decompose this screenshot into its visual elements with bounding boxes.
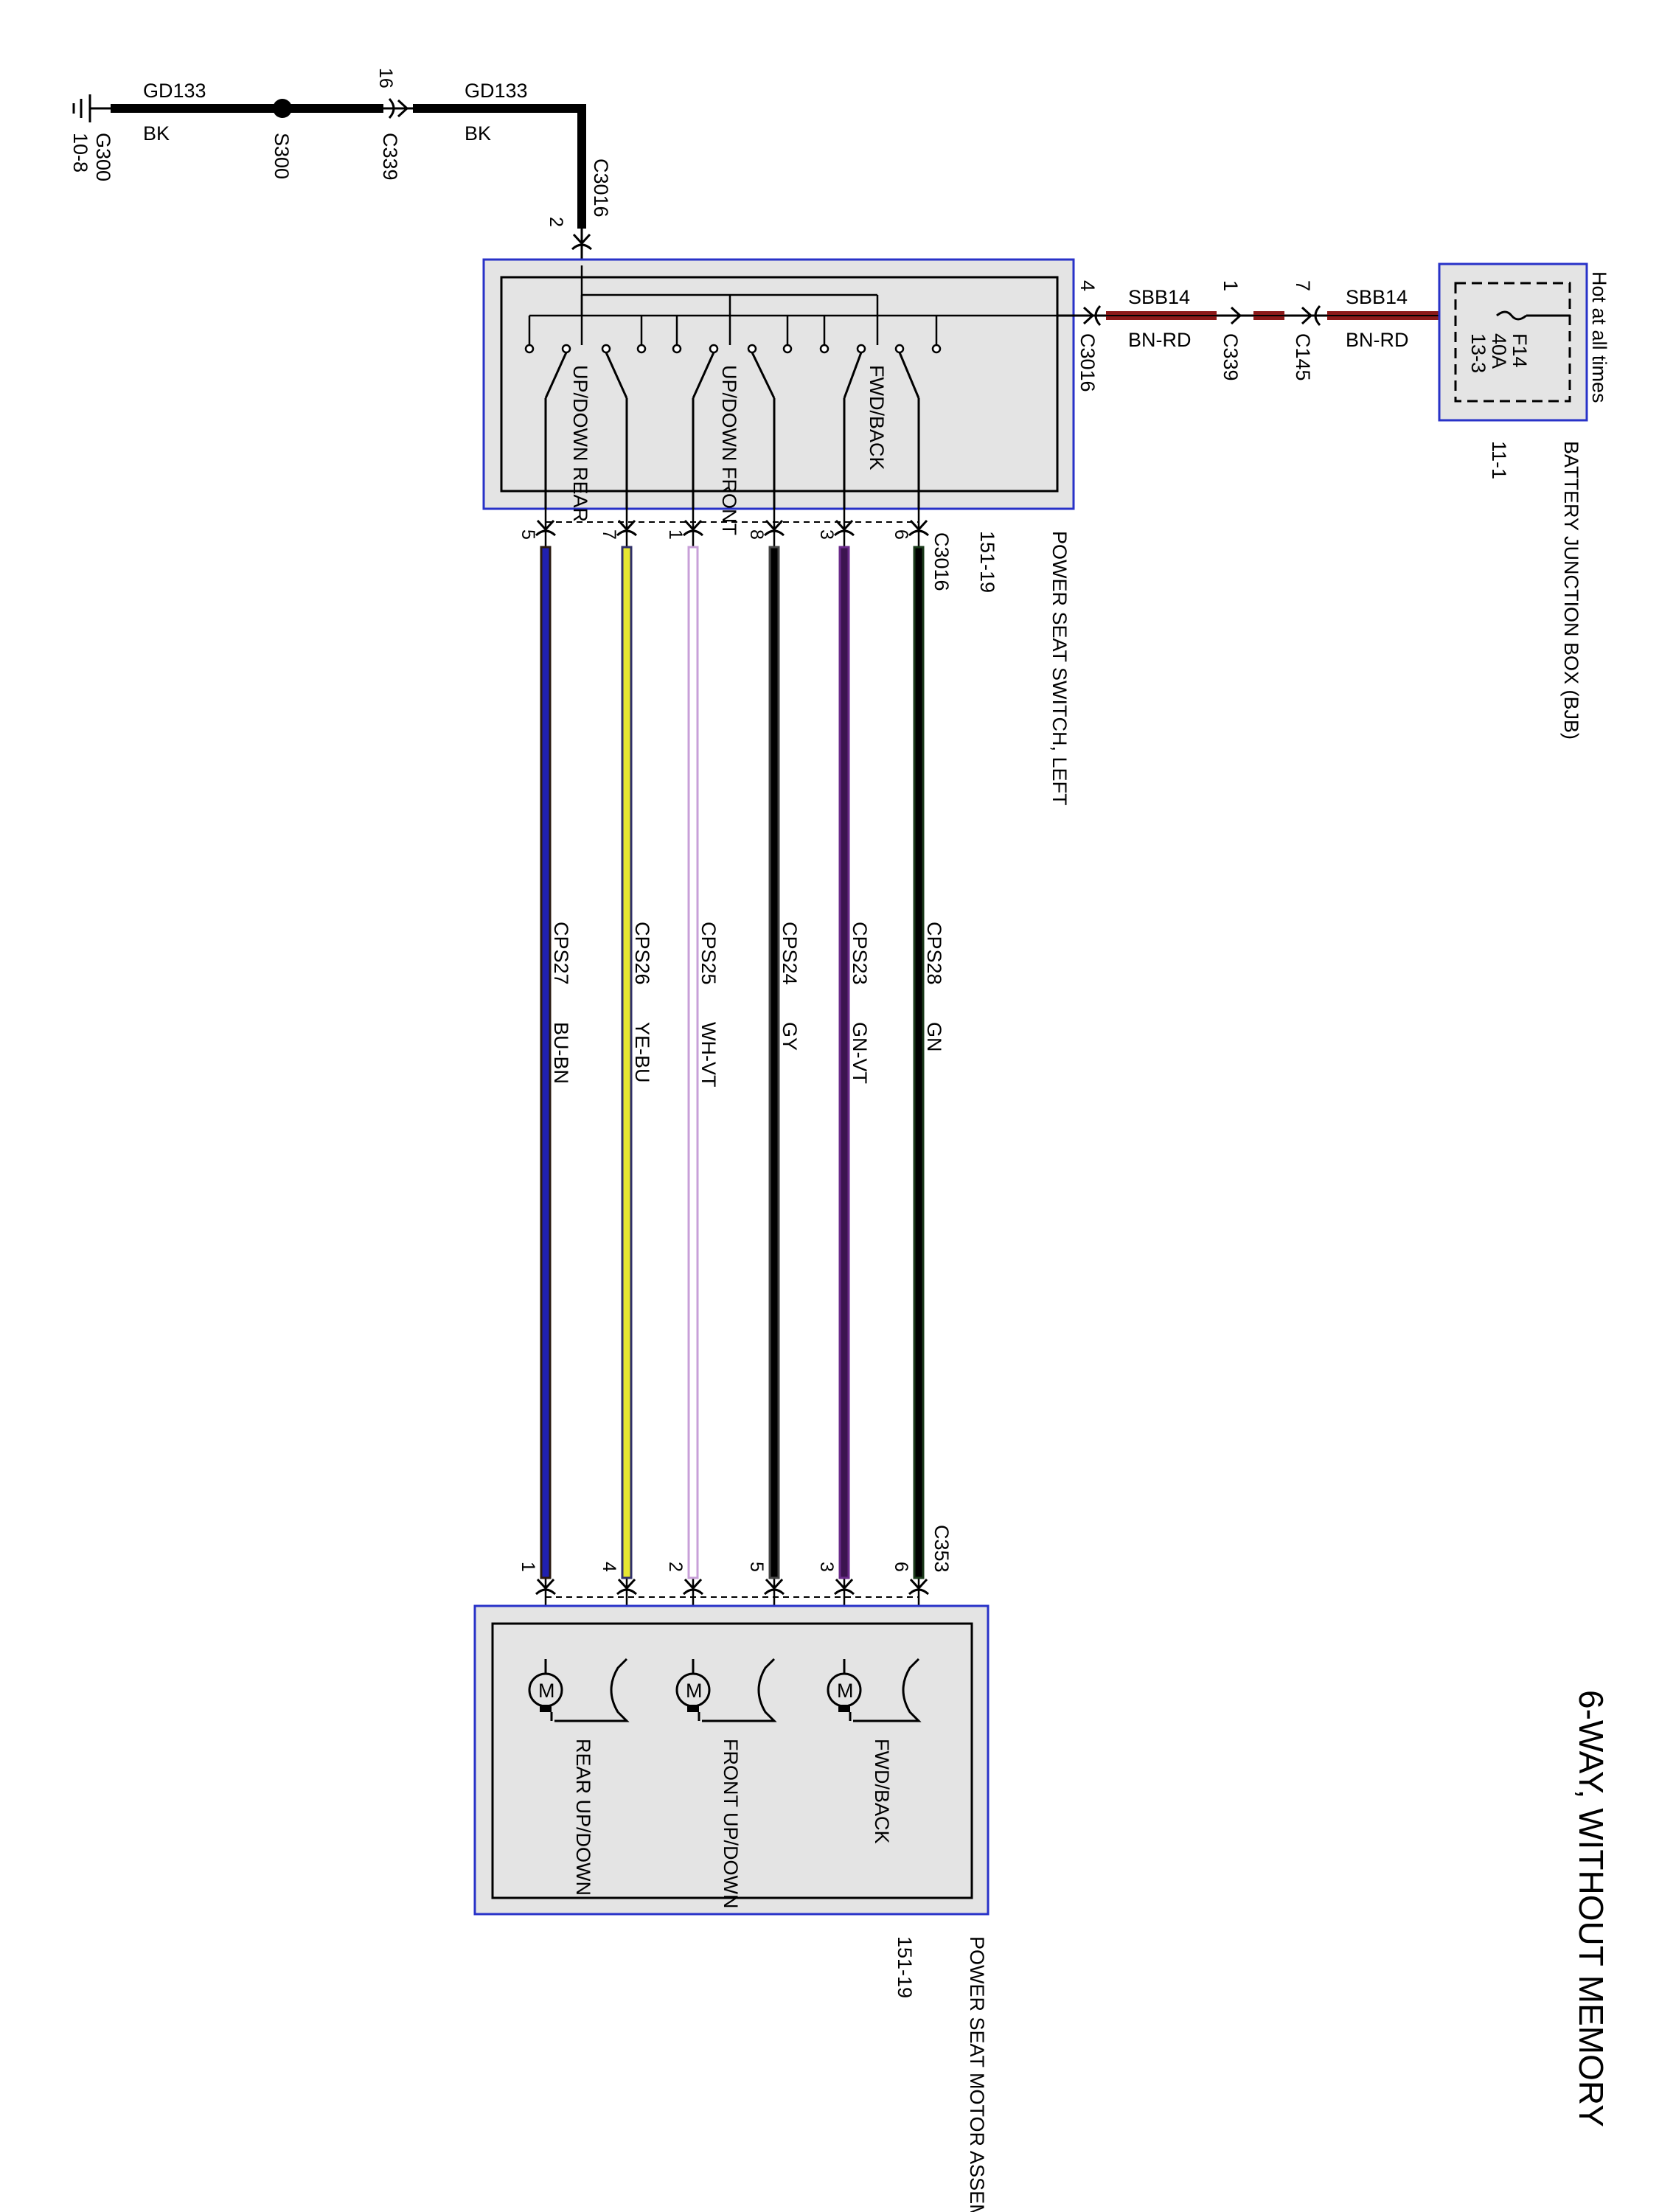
wire-circuit-label: CPS25	[698, 922, 720, 985]
motor-module-page: 151-19	[894, 1936, 916, 1998]
ground-circuit-label-2: GD133	[465, 80, 528, 102]
wire-switch-terminal	[833, 519, 855, 537]
diagram-title: 6-WAY, WITHOUT MEMORY	[1572, 1690, 1610, 2127]
inline-pin: 16	[375, 68, 396, 88]
wire-switch-terminal	[763, 519, 785, 537]
motor-pin: 5	[746, 1562, 767, 1572]
feed-c339: C339	[1220, 333, 1242, 381]
ground-ref: G300	[92, 133, 114, 181]
wire-cps23	[838, 546, 850, 1579]
wire-cps28	[913, 546, 925, 1579]
ground-color-label-1: BK	[143, 122, 170, 145]
feed-color-label-1: BN-RD	[1128, 329, 1192, 351]
motor-label: M	[538, 1680, 555, 1702]
wire-circuit-label: CPS24	[779, 922, 801, 985]
motor-label: M	[837, 1680, 854, 1702]
wire-motor-terminal	[682, 1578, 704, 1596]
switch-pin: 5	[518, 529, 538, 540]
feed-color-label-2: BN-RD	[1346, 329, 1409, 351]
switch-ground-connector: C3016	[590, 159, 612, 218]
wire-switch-terminal	[908, 519, 930, 537]
wire-cps27	[540, 546, 552, 1579]
wire-circuit-label: CPS27	[550, 922, 572, 985]
wire-motor-terminal	[763, 1578, 785, 1596]
motor-module: M REAR UP/DOWN M FRONT UP/DOWN M FWD/BACK POW…	[473, 1604, 990, 2212]
ground-color-label-2: BK	[465, 122, 491, 145]
motor-label: M	[686, 1680, 703, 1702]
switch-section-2: UP/DOWN FRONT	[718, 365, 740, 535]
wire-color-label: WH-VT	[698, 1022, 720, 1087]
switch-module: UP/DOWN REAR UP/DOWN FRONT FWD/BACK POWE…	[482, 258, 1075, 806]
switch-pin: 8	[746, 529, 767, 540]
wire-color-label: GN	[923, 1022, 945, 1052]
switch-module-page: 151-19	[976, 531, 998, 593]
wire-cps25	[687, 546, 699, 1579]
inline-connector-label: C339	[379, 133, 401, 181]
wire-color-label: GY	[779, 1022, 801, 1051]
bjb-page: 11-1	[1488, 441, 1510, 479]
ground-page: 10-8	[69, 133, 91, 173]
fuse-rating: 40A	[1488, 333, 1510, 369]
wire-circuit-label: CPS28	[923, 922, 945, 985]
splice-s300	[273, 99, 292, 118]
hot-at-all-times: Hot at all times	[1588, 271, 1610, 403]
wire-color-label: YE-BU	[631, 1022, 653, 1083]
motor-name: FWD/BACK	[871, 1739, 893, 1844]
switch-bottom-connector: C3016	[931, 532, 953, 591]
feed-circuit-label-2: SBB14	[1346, 286, 1408, 308]
switch-section-1: UP/DOWN REAR	[569, 365, 591, 522]
bjb-name: BATTERY JUNCTION BOX (BJB)	[1560, 441, 1582, 740]
wire-switch-terminal	[535, 519, 557, 537]
wire-color-label: GN-VT	[849, 1022, 871, 1084]
wire-motor-terminal	[833, 1578, 855, 1596]
wire-circuit-label: CPS23	[849, 922, 871, 985]
feed-switch-connector: C3016	[1077, 333, 1099, 392]
motor-pin: 1	[518, 1562, 538, 1572]
motor-name: REAR UP/DOWN	[572, 1739, 594, 1896]
feed-circuit-label-1: SBB14	[1128, 286, 1190, 308]
switch-module-name: POWER SEAT SWITCH, LEFT	[1048, 531, 1071, 806]
motor-connector: C353	[931, 1525, 953, 1573]
switch-pin: 3	[816, 529, 837, 540]
switch-section-3: FWD/BACK	[866, 365, 888, 470]
feed-circuit: 4 C3016 SBB14 BN-RD 1 C339 7 C145 SBB14 …	[1057, 262, 1610, 740]
motor-pin: 4	[599, 1562, 619, 1572]
switch-ground-pin: 2	[546, 217, 566, 227]
motor-pin: 6	[891, 1562, 911, 1572]
switch-pin: 6	[891, 529, 911, 540]
wire-cps26	[621, 546, 633, 1579]
wire-cps24	[768, 546, 780, 1579]
switch-pin: 7	[599, 529, 619, 540]
motor-pin: 3	[816, 1562, 837, 1572]
switch-pin: 1	[665, 529, 686, 540]
fuse-page: 13-3	[1467, 333, 1489, 373]
fuse-id: F14	[1509, 333, 1531, 368]
feed-c145-pin: 7	[1292, 280, 1314, 291]
feed-c145: C145	[1292, 333, 1314, 381]
ground-circuit: G300 10-8 GD133 BK S300 16 C339 GD133 BK…	[69, 68, 612, 265]
wire-motor-terminal	[616, 1578, 638, 1596]
splice-label: S300	[271, 133, 293, 179]
motor-name: FRONT UP/DOWN	[720, 1739, 742, 1909]
wire-color-label: BU-BN	[550, 1022, 572, 1084]
wire-circuit-label: CPS26	[631, 922, 653, 985]
wire-switch-terminal	[616, 519, 638, 537]
wire-switch-terminal	[682, 519, 704, 537]
wire-motor-terminal	[535, 1578, 557, 1596]
motor-module-name: POWER SEAT MOTOR ASSEMBLY, LEFT	[966, 1936, 988, 2212]
feed-c339-pin: 1	[1220, 280, 1242, 291]
ground-circuit-label-1: GD133	[143, 80, 206, 102]
feed-switch-pin: 4	[1077, 280, 1099, 291]
wire-harness: 51CPS27BU-BN74CPS26YE-BU12CPS25WH-VT85CP…	[518, 509, 945, 1659]
motor-pin: 2	[665, 1562, 686, 1572]
wire-motor-terminal	[908, 1578, 930, 1596]
